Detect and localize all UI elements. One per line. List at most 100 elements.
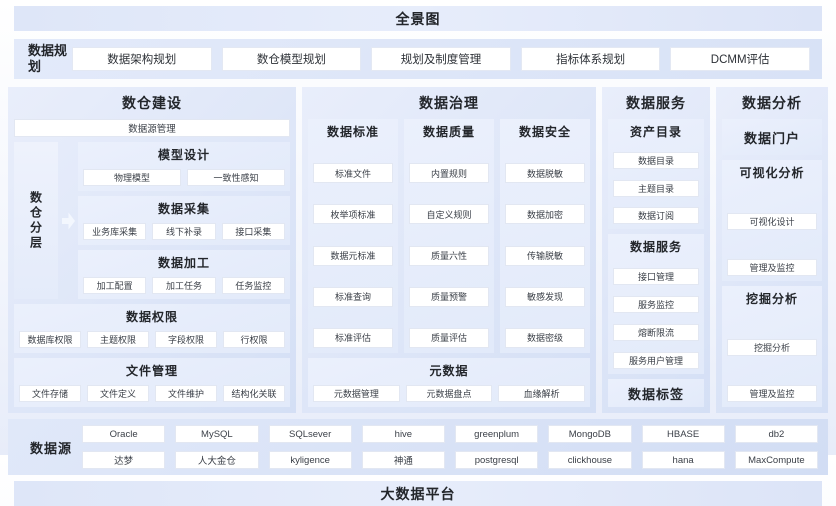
data-standard-item[interactable]: 标准文件: [313, 163, 393, 184]
datasource-item[interactable]: MongoDB: [548, 425, 632, 443]
datasource-item[interactable]: postgresql: [455, 451, 539, 469]
data-permission-item[interactable]: 行权限: [223, 331, 285, 348]
metadata-title: 元数据: [429, 364, 469, 378]
file-management-item[interactable]: 结构化关联: [223, 385, 285, 402]
data-security-item[interactable]: 敏感发现: [505, 286, 585, 307]
asset-catalog-item[interactable]: 数据订阅: [613, 207, 699, 225]
data-quality-item[interactable]: 质量评估: [409, 327, 489, 348]
column-data-security: 数据安全 数据脱敏 数据加密 传输脱敏 敏感发现 数据密级: [500, 119, 590, 353]
data-processing-item[interactable]: 任务监控: [221, 277, 285, 294]
planning-item-model[interactable]: 数仓模型规划: [221, 47, 362, 71]
panel-warehouse-construction: 数仓建设 数据源管理 数仓分层 模型设计 物理模型 一致性感知: [8, 87, 296, 413]
warehouse-layers-label: 数仓分层: [28, 190, 43, 251]
asset-catalog-item[interactable]: 主题目录: [613, 179, 699, 197]
datasource-item[interactable]: 达梦: [82, 451, 166, 469]
data-collection-item[interactable]: 业务库采集: [83, 223, 147, 240]
datasource-management-button[interactable]: 数据源管理: [14, 119, 290, 137]
warehouse-middle: 数仓分层 模型设计 物理模型 一致性感知 数据采集: [14, 142, 290, 299]
model-design-item[interactable]: 物理模型: [83, 169, 181, 186]
data-service-item[interactable]: 熔断限流: [613, 324, 699, 342]
datasource-item[interactable]: greenplum: [455, 425, 539, 443]
datasource-item[interactable]: hive: [361, 425, 445, 443]
data-permission-item[interactable]: 字段权限: [155, 331, 217, 348]
section-title: 数据加工: [157, 256, 210, 270]
warehouse-layers-strip: 数仓分层: [14, 142, 58, 299]
flow-right-arrow-icon: [60, 142, 76, 299]
warehouse-sections: 模型设计 物理模型 一致性感知 数据采集 业务库采集 线下补录 接口采集: [78, 142, 290, 299]
section-title: 数据采集: [157, 202, 210, 216]
data-service-item[interactable]: 服务用户管理: [613, 352, 699, 369]
panorama-diagram: 全景图 数据规划 数据架构规划 数仓模型规划 规划及制度管理 指标体系规划 DC…: [8, 6, 828, 506]
data-security-item[interactable]: 数据加密: [505, 204, 585, 225]
section-title: 挖掘分析: [745, 292, 798, 306]
datasource-item[interactable]: MySQL: [175, 425, 259, 443]
section-metadata: 元数据 元数据管理 元数据盘点 血缘解析: [308, 358, 590, 407]
data-planning-items: 数据架构规划 数仓模型规划 规划及制度管理 指标体系规划 DCMM评估: [72, 47, 814, 71]
section-title: 数据服务: [629, 240, 682, 255]
datasource-item[interactable]: SQLsever: [268, 425, 352, 443]
planning-item-indicator[interactable]: 指标体系规划: [520, 47, 661, 71]
governance-columns: 数据标准 标准文件 枚举项标准 数据元标准 标准查询 标准评估 数据质量 内置规…: [308, 119, 590, 353]
data-permission-item[interactable]: 主题权限: [87, 331, 149, 348]
file-management-item[interactable]: 文件存储: [19, 385, 81, 402]
data-service-item[interactable]: 接口管理: [613, 268, 699, 286]
section-data-service: 数据服务 接口管理 服务监控 熔断限流 服务用户管理: [608, 234, 704, 374]
column-title: 数据标准: [326, 125, 379, 139]
panel-data-governance: 数据治理 数据标准 标准文件 枚举项标准 数据元标准 标准查询 标准评估 数据质…: [302, 87, 596, 413]
data-quality-item[interactable]: 自定义规则: [409, 204, 489, 225]
section-data-processing: 数据加工 加工配置 加工任务 任务监控: [78, 250, 290, 299]
datasource-item[interactable]: db2: [734, 425, 818, 443]
data-standard-item[interactable]: 标准查询: [313, 286, 393, 307]
asset-catalog-item[interactable]: 数据目录: [613, 152, 699, 170]
data-quality-item[interactable]: 内置规则: [409, 163, 489, 184]
services-title: 数据服务: [626, 95, 686, 111]
metadata-item[interactable]: 元数据盘点: [405, 385, 493, 402]
planning-item-dcmm[interactable]: DCMM评估: [670, 47, 810, 71]
column-data-quality: 数据质量 内置规则 自定义规则 质量六性 质量预警 质量评估: [404, 119, 494, 353]
visual-analysis-item[interactable]: 可视化设计: [727, 212, 817, 230]
data-service-item[interactable]: 服务监控: [613, 296, 699, 314]
data-processing-item[interactable]: 加工任务: [152, 277, 216, 294]
datasource-item[interactable]: MaxCompute: [734, 451, 818, 469]
file-management-item[interactable]: 文件定义: [87, 385, 149, 402]
data-standard-item[interactable]: 枚举项标准: [313, 204, 393, 225]
section-asset-catalog: 资产目录 数据目录 主题目录 数据订阅: [608, 119, 704, 230]
planning-item-policy[interactable]: 规划及制度管理: [371, 47, 511, 71]
datasource-item[interactable]: HBASE: [641, 425, 725, 443]
column-title: 数据质量: [422, 125, 475, 139]
section-title: 可视化分析: [739, 166, 805, 180]
data-standard-item[interactable]: 标准评估: [313, 327, 393, 348]
section-model-design: 模型设计 物理模型 一致性感知: [78, 142, 290, 191]
metadata-item[interactable]: 血缘解析: [498, 385, 586, 402]
data-collection-item[interactable]: 线下补录: [152, 223, 216, 240]
visual-analysis-item[interactable]: 管理及监控: [727, 259, 817, 276]
model-design-item[interactable]: 一致性感知: [187, 169, 285, 186]
governance-title: 数据治理: [419, 95, 479, 111]
data-quality-item[interactable]: 质量六性: [409, 245, 489, 266]
data-sources-label: 数据源: [30, 440, 73, 456]
datasource-item[interactable]: 人大金仓: [175, 451, 259, 469]
data-standard-item[interactable]: 数据元标准: [313, 245, 393, 266]
data-security-item[interactable]: 数据密级: [505, 327, 585, 348]
datasource-item[interactable]: kyligence: [268, 451, 352, 469]
datasource-item[interactable]: hana: [641, 451, 725, 469]
data-processing-item[interactable]: 加工配置: [83, 277, 147, 294]
datasource-item[interactable]: Oracle: [82, 425, 166, 443]
data-permission-item[interactable]: 数据库权限: [19, 331, 81, 348]
section-data-permissions: 数据权限 数据库权限 主题权限 字段权限 行权限: [14, 304, 290, 353]
data-security-item[interactable]: 数据脱敏: [505, 163, 585, 184]
file-management-item[interactable]: 文件维护: [155, 385, 217, 402]
data-security-item[interactable]: 传输脱敏: [505, 245, 585, 266]
section-mining-analysis: 挖掘分析 挖掘分析 管理及监控: [722, 286, 822, 407]
planning-item-architecture[interactable]: 数据架构规划: [72, 47, 212, 71]
section-title: 数据权限: [125, 310, 178, 324]
mining-analysis-item[interactable]: 挖掘分析: [727, 338, 817, 356]
data-quality-item[interactable]: 质量预警: [409, 286, 489, 307]
panorama-header-bar: 全景图: [14, 6, 822, 31]
datasource-item[interactable]: clickhouse: [548, 451, 632, 469]
datasource-item[interactable]: 神通: [361, 451, 445, 469]
mining-analysis-item[interactable]: 管理及监控: [727, 385, 817, 402]
data-planning-label: 数据规划: [28, 42, 68, 74]
metadata-item[interactable]: 元数据管理: [313, 385, 400, 402]
data-collection-item[interactable]: 接口采集: [221, 223, 285, 240]
